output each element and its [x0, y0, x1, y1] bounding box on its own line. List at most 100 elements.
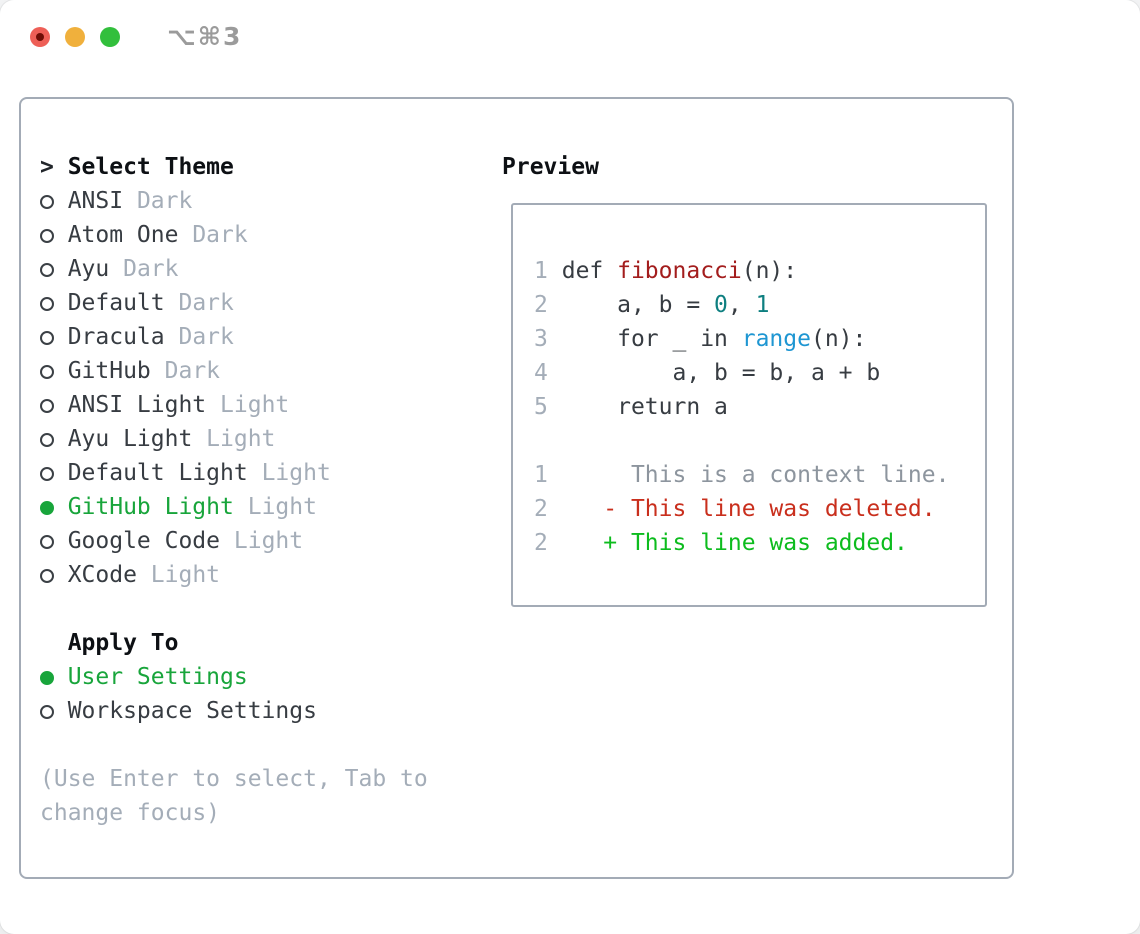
spacer-row [40, 592, 428, 626]
hint-text: (Use Enter to select, Tab to change focu… [40, 762, 428, 830]
theme-variant-label: Light [206, 426, 276, 452]
cursor-arrow-icon: > [40, 154, 54, 180]
apply-option-label: User Settings [67, 664, 248, 690]
close-button[interactable] [30, 27, 50, 47]
code-segment-plain: , [727, 292, 756, 318]
theme-option-label: Default Light [67, 460, 248, 486]
theme-option-label: Default [67, 290, 165, 316]
theme-option-label: GitHub [67, 358, 151, 384]
zoom-button[interactable] [100, 27, 120, 47]
select-theme-header: > Select Theme [40, 150, 428, 184]
radio-selected-icon [40, 501, 54, 515]
code-segment-plain: def [561, 258, 618, 284]
radio-icon [40, 365, 54, 379]
theme-option-label: Dracula [67, 324, 165, 350]
theme-variant-label: Dark [136, 188, 193, 214]
spacer-row [534, 424, 985, 458]
radio-icon [40, 331, 54, 345]
theme-option-label: Ayu Light [67, 426, 193, 452]
minimize-button[interactable] [65, 27, 85, 47]
radio-icon [40, 263, 54, 277]
diff-text-deleted: - This line was deleted. [561, 496, 936, 522]
code-segment-plain: return a [561, 394, 728, 420]
theme-option-label: Atom One [67, 222, 179, 248]
apply-to-header: Apply To [40, 626, 428, 660]
code-line: 4 a, b = b, a + b [534, 356, 985, 390]
close-dot-icon [36, 33, 44, 41]
radio-icon [40, 467, 54, 481]
theme-option-label: ANSI [67, 188, 124, 214]
theme-option-xcode[interactable]: XCode Light [40, 558, 428, 592]
code-segment-plain: for _ in [561, 326, 742, 352]
theme-variant-label: Dark [178, 324, 234, 350]
code-segment-number: 0 [714, 292, 728, 318]
theme-variant-label: Dark [178, 290, 234, 316]
theme-option-atom-one[interactable]: Atom One Dark [40, 218, 428, 252]
line-number: 1 [534, 462, 548, 488]
line-number: 2 [534, 496, 548, 522]
line-number: 2 [534, 292, 548, 318]
theme-option-ansi[interactable]: ANSI Dark [40, 184, 428, 218]
theme-option-label: ANSI Light [67, 392, 207, 418]
theme-option-default-light[interactable]: Default Light Light [40, 456, 428, 490]
theme-variant-label: Light [261, 460, 331, 486]
theme-variant-label: Dark [123, 256, 179, 282]
radio-selected-icon [40, 671, 54, 685]
theme-option-label: XCode [67, 562, 137, 588]
theme-option-label: Google Code [67, 528, 221, 554]
line-number: 5 [534, 394, 548, 420]
code-segment-plain: (n): [741, 258, 798, 284]
code-segment-number: 1 [755, 292, 770, 318]
radio-icon [40, 195, 54, 209]
line-number: 1 [534, 258, 548, 284]
theme-variant-label: Light [220, 392, 290, 418]
diff-line-added: 2 + This line was added. [534, 526, 985, 560]
theme-option-ayu[interactable]: Ayu Dark [40, 252, 428, 286]
diff-text-added: + This line was added. [561, 530, 908, 556]
diff-line-context: 1 This is a context line. [534, 458, 985, 492]
code-segment-plain: (n): [810, 326, 867, 352]
apply-option-user-settings[interactable]: User Settings [40, 660, 428, 694]
theme-option-dracula[interactable]: Dracula Dark [40, 320, 428, 354]
radio-icon [40, 399, 54, 413]
theme-variant-label: Light [150, 562, 221, 588]
code-line: 5 return a [534, 390, 985, 424]
theme-option-default[interactable]: Default Dark [40, 286, 428, 320]
theme-option-github-light[interactable]: GitHub Light Light [40, 490, 428, 524]
line-number: 2 [534, 530, 548, 556]
hint-line-1: (Use Enter to select, Tab to [40, 766, 428, 792]
radio-icon [40, 297, 54, 311]
theme-option-label: GitHub Light [67, 494, 234, 520]
line-number: 4 [534, 360, 548, 386]
theme-variant-label: Light [233, 528, 304, 554]
radio-icon [40, 569, 54, 583]
code-line: 2 a, b = 0, 1 [534, 288, 985, 322]
theme-variant-label: Dark [164, 358, 221, 384]
window-title: ⌥⌘3 [167, 22, 243, 51]
diff-line-deleted: 2 - This line was deleted. [534, 492, 985, 526]
code-line: 3 for _ in range(n): [534, 322, 985, 356]
theme-option-label: Ayu [67, 256, 110, 282]
theme-option-google-code[interactable]: Google Code Light [40, 524, 428, 558]
code-line: 1 def fibonacci(n): [534, 254, 985, 288]
code-segment-builtin: range [741, 326, 811, 352]
theme-variant-label: Light [247, 494, 317, 520]
select-theme-label: Select Theme [67, 154, 234, 180]
diff-text-context: This is a context line. [561, 462, 950, 488]
preview-title: Preview [502, 154, 599, 180]
spacer-row [40, 728, 428, 762]
apply-option-workspace-settings[interactable]: Workspace Settings [40, 694, 428, 728]
code-segment-plain: a, b = b, a + b [561, 360, 881, 386]
radio-icon [40, 705, 54, 719]
radio-icon [40, 433, 54, 447]
theme-option-github[interactable]: GitHub Dark [40, 354, 428, 388]
theme-option-ansi-light[interactable]: ANSI Light Light [40, 388, 428, 422]
theme-option-ayu-light[interactable]: Ayu Light Light [40, 422, 428, 456]
